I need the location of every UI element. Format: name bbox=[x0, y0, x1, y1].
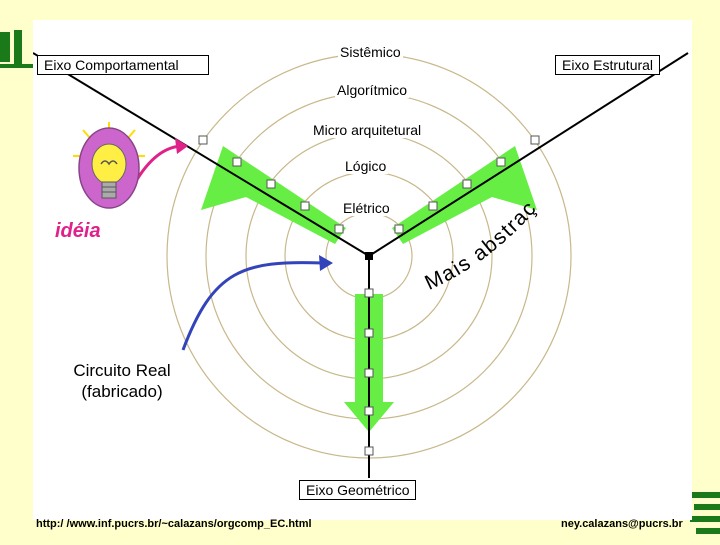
marker bbox=[462, 179, 472, 189]
marker bbox=[300, 201, 310, 211]
marker bbox=[364, 446, 374, 456]
marker bbox=[496, 157, 506, 167]
level-label-systemic: Sistêmico bbox=[338, 44, 403, 60]
corner-decoration-top-left bbox=[0, 30, 36, 70]
marker bbox=[266, 179, 276, 189]
marker bbox=[364, 368, 374, 378]
marker bbox=[394, 224, 404, 234]
structural-axis-label: Eixo Estrutural bbox=[555, 55, 661, 75]
behavioral-axis-label: Eixo Comportamental bbox=[37, 55, 209, 75]
footer-url: http:/ /www.inf.pucrs.br/~calazans/orgco… bbox=[36, 518, 312, 530]
marker bbox=[530, 135, 540, 145]
structural-axis-line bbox=[368, 52, 689, 257]
level-label-electrical: Elétrico bbox=[341, 200, 392, 216]
origin-marker bbox=[365, 252, 373, 260]
level-label-microarchitectural: Micro arquitetural bbox=[311, 122, 424, 138]
marker bbox=[334, 224, 344, 234]
light-bulb-icon bbox=[73, 122, 145, 209]
footer-email: ney.calazans@pucrs.br bbox=[561, 518, 683, 530]
real-circuit-line2: (fabricado) bbox=[81, 382, 163, 401]
geometric-axis-label: Eixo Geométrico bbox=[299, 480, 417, 500]
marker bbox=[232, 157, 242, 167]
real-circuit-pointer-arrow-head bbox=[319, 255, 333, 271]
behavioral-axis-line bbox=[33, 52, 370, 257]
real-circuit-pointer-arrow bbox=[181, 261, 324, 351]
level-markers bbox=[198, 135, 540, 456]
slide-canvas: Mais abstração Eixo Comportamental Eixo … bbox=[33, 20, 692, 520]
marker bbox=[198, 135, 208, 145]
real-circuit-line1: Circuito Real bbox=[73, 361, 171, 380]
idea-pointer-arrow-head bbox=[175, 138, 188, 154]
marker bbox=[364, 406, 374, 416]
level-label-algorithmic: Algorítmico bbox=[335, 82, 410, 98]
real-circuit-label: Circuito Real (fabricado) bbox=[57, 360, 187, 402]
idea-label: idéia bbox=[55, 220, 101, 242]
corner-decoration-bottom-right bbox=[690, 488, 720, 540]
level-label-logical: Lógico bbox=[343, 158, 389, 174]
marker bbox=[364, 328, 374, 338]
marker bbox=[364, 288, 374, 298]
marker bbox=[428, 201, 438, 211]
